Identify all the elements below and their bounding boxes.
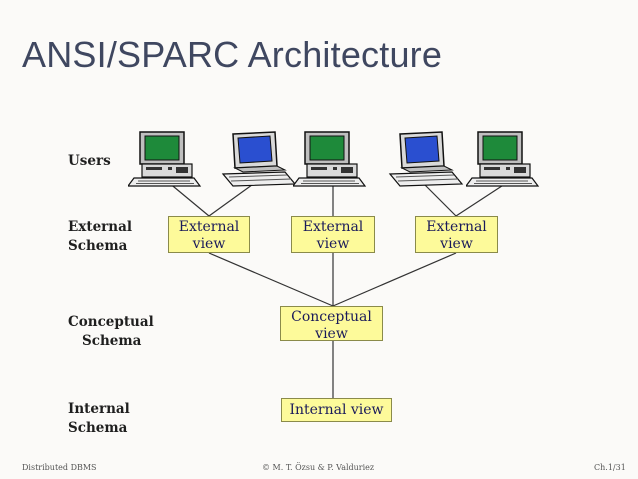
- external-view-box: External view: [291, 216, 375, 253]
- green-computer-icon: [293, 131, 367, 187]
- external-schema-label: External Schema: [68, 219, 132, 254]
- external-view-box: External view: [415, 216, 498, 253]
- line-user2-view1: [208, 181, 257, 217]
- external-view-box: External view: [168, 216, 250, 253]
- footer-right: Ch.1/31: [594, 463, 626, 472]
- slide-title: ANSI/SPARC Architecture: [22, 34, 443, 75]
- conceptual-view-box: Conceptual view: [280, 306, 383, 342]
- internal-view-box: Internal view: [281, 398, 392, 422]
- footer-left: Distributed DBMS: [22, 463, 97, 472]
- green-computer-icon: [128, 131, 202, 187]
- line-view3-conceptual: [332, 252, 457, 307]
- internal-schema-label: Internal Schema: [68, 401, 130, 436]
- line-view1-conceptual: [208, 252, 334, 307]
- green-computer-icon: [466, 131, 540, 187]
- users-label: Users: [68, 153, 111, 169]
- line-user5-view3: [455, 181, 509, 217]
- line-user1-view1: [167, 181, 210, 217]
- footer-center: © M. T. Özsu & P. Valduriez: [262, 463, 375, 472]
- blue-computer-icon: [221, 131, 297, 187]
- line-user4-view3: [421, 181, 457, 217]
- conceptual-schema-label: Conceptual Schema: [68, 314, 154, 349]
- blue-computer-icon: [388, 131, 464, 187]
